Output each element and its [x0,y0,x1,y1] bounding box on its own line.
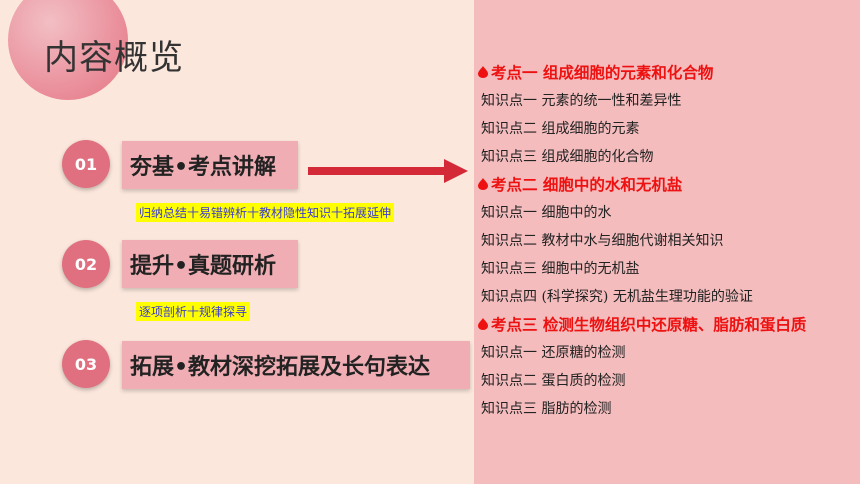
knowledge-item[interactable]: 知识点三 脂肪的检测 [481,401,612,417]
section-note-01: 归纳总结十易错辨析十教材隐性知识十拓展延伸 [136,203,395,222]
kaodian-title-text: 考点一 组成细胞的元素和化合物 [491,64,714,82]
section-button-01[interactable]: 夯基•考点讲解 [122,141,298,189]
section-number-badge-01: 01 [62,140,110,188]
knowledge-item[interactable]: 知识点二 组成细胞的元素 [481,121,640,137]
knowledge-item[interactable]: 知识点一 细胞中的水 [481,205,612,221]
section-note-02: 逐项剖析十规律探寻 [136,302,251,321]
kaodian-title-2[interactable]: 考点二 细胞中的水和无机盐 [478,170,858,198]
section-number-badge-02: 02 [62,240,110,288]
knowledge-item[interactable]: 知识点三 细胞中的无机盐 [481,261,640,277]
knowledge-item[interactable]: 知识点四 (科学探究) 无机盐生理功能的验证 [481,289,753,305]
kaodian-title-text: 考点三 检测生物组织中还原糖、脂肪和蛋白质 [491,316,807,334]
flame-bullet-icon [478,66,488,78]
flame-bullet-icon [478,318,488,330]
knowledge-item[interactable]: 知识点一 元素的统一性和差异性 [481,93,682,109]
section-button-02[interactable]: 提升•真题研析 [122,240,298,288]
right-panel [474,0,860,484]
kaodian-title-text: 考点二 细胞中的水和无机盐 [491,176,683,194]
page-title: 内容概览 [44,38,184,78]
decorative-circle [8,0,128,100]
kaodian-title-1[interactable]: 考点一 组成细胞的元素和化合物 [478,58,858,86]
kaodian-list: 考点一 组成细胞的元素和化合物 知识点一 元素的统一性和差异性 知识点二 组成细… [478,58,858,422]
section-number-badge-03: 03 [62,340,110,388]
flame-bullet-icon [478,178,488,190]
knowledge-item[interactable]: 知识点二 蛋白质的检测 [481,373,626,389]
arrow-right-icon [308,159,468,183]
knowledge-item[interactable]: 知识点二 教材中水与细胞代谢相关知识 [481,233,724,249]
section-button-03[interactable]: 拓展•教材深挖拓展及长句表达 [122,341,470,389]
kaodian-title-3[interactable]: 考点三 检测生物组织中还原糖、脂肪和蛋白质 [478,310,858,338]
knowledge-item[interactable]: 知识点一 还原糖的检测 [481,345,626,361]
knowledge-item[interactable]: 知识点三 组成细胞的化合物 [481,149,654,165]
